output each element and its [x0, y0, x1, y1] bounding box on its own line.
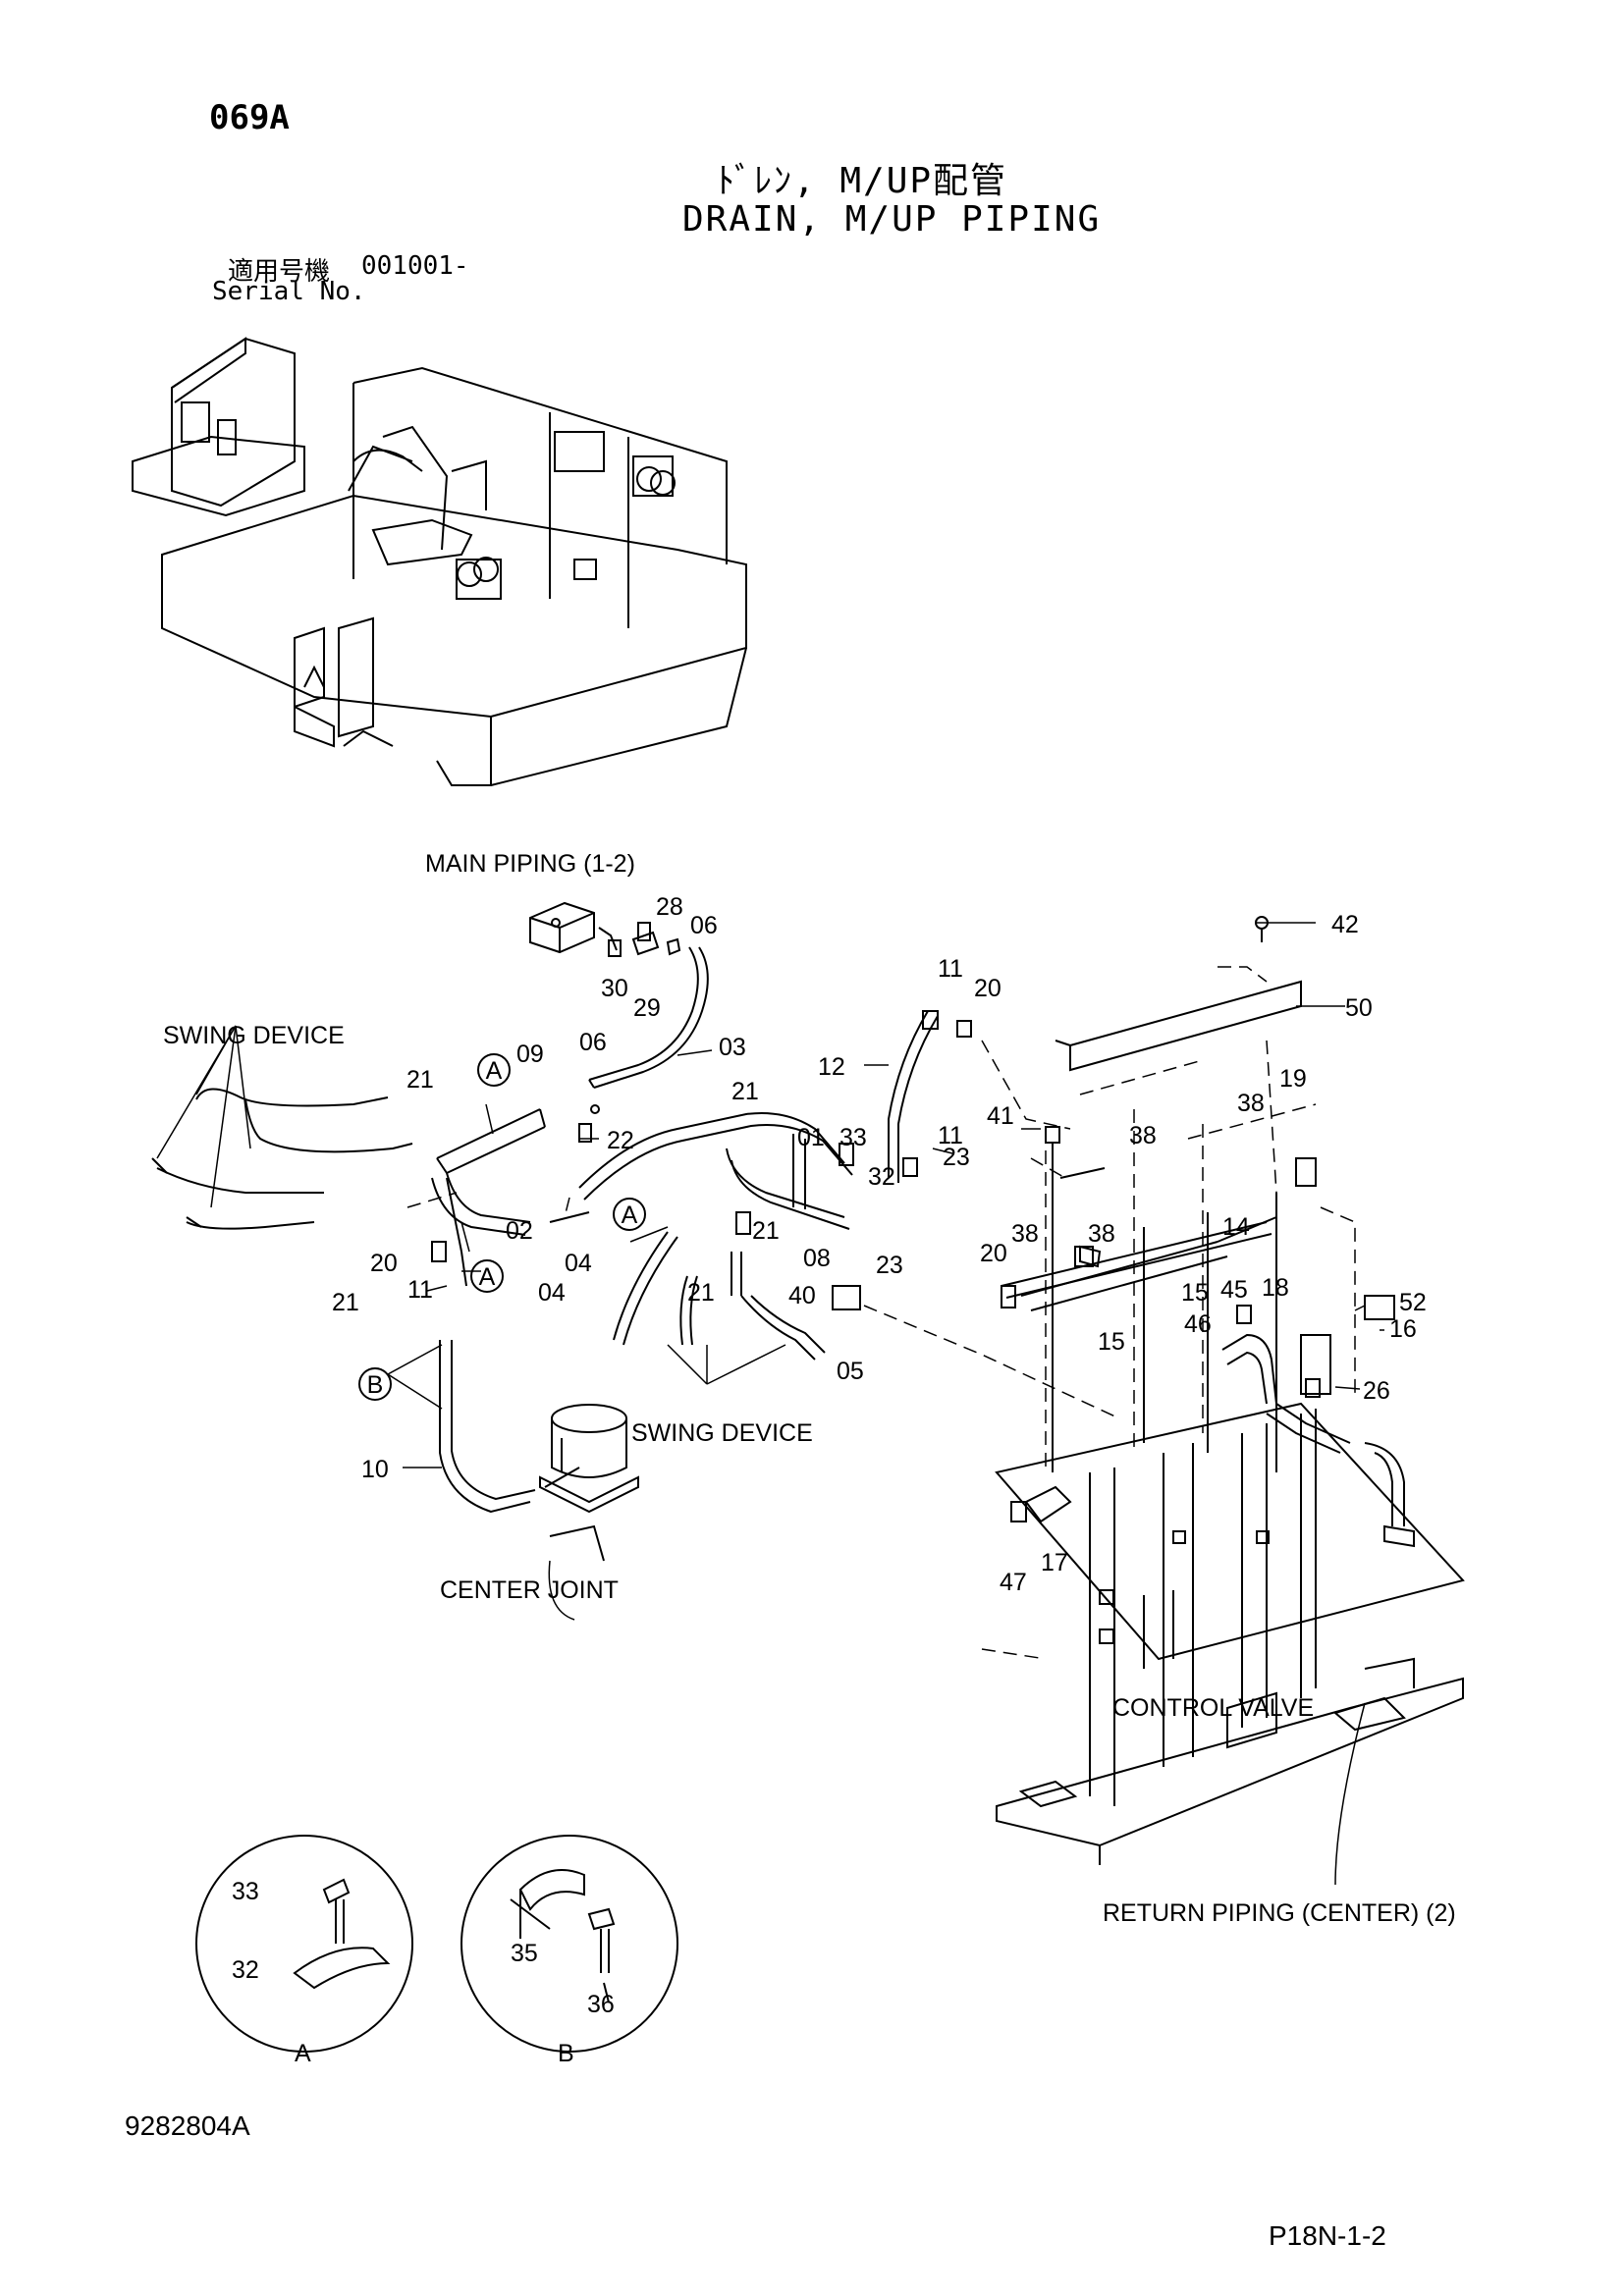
left-manifold-pipes	[431, 1108, 590, 1287]
return-piping-label: RETURN PIPING (CENTER) (2)	[1103, 1899, 1456, 1927]
part-label: 41	[987, 1102, 1014, 1130]
machine-overview-drawing	[132, 337, 747, 786]
part-label: 15	[1181, 1279, 1209, 1307]
part-label: 46	[1184, 1310, 1212, 1338]
callout-b: B	[367, 1371, 384, 1399]
part-label: 38	[1129, 1122, 1157, 1149]
callout-a-2: A	[622, 1201, 638, 1229]
hose-12	[888, 1010, 939, 1183]
detail-b-drawing	[460, 1835, 678, 2053]
page-code: 069A	[209, 98, 290, 137]
page-reference: P18N-1-2	[1269, 2220, 1386, 2251]
part-label: 21	[687, 1279, 715, 1307]
part-label: 32	[868, 1163, 895, 1191]
part-label: 21	[752, 1217, 780, 1245]
part-label: 30	[601, 975, 628, 1002]
detail-b-title: B	[558, 2040, 574, 2067]
center-joint-label: CENTER JOINT	[440, 1576, 619, 1604]
title-english: DRAIN, M/UP PIPING	[682, 199, 1102, 240]
part-label: 06	[690, 912, 718, 939]
part-label: 17	[1041, 1549, 1068, 1576]
callout-a-circle-2	[613, 1198, 646, 1231]
part-label: 29	[633, 994, 661, 1022]
part-label: 01	[797, 1124, 825, 1151]
swing-device-label-left: SWING DEVICE	[163, 1022, 345, 1049]
callout-a-circle-3	[470, 1259, 504, 1293]
part-label: 20	[980, 1240, 1007, 1267]
part-label: 47	[1000, 1569, 1027, 1596]
callout-circles	[358, 1053, 646, 1401]
drawing-number: 9282804A	[125, 2110, 250, 2141]
part-label: 45	[1220, 1276, 1248, 1304]
main-piping-block	[529, 901, 709, 1089]
detail-a-title: A	[295, 2040, 311, 2067]
center-joint-assembly	[439, 1340, 639, 1562]
leader-lines	[156, 922, 1384, 1886]
part-label: 23	[943, 1144, 970, 1171]
part-label: 12	[818, 1053, 845, 1081]
part-label: 11	[938, 1122, 963, 1149]
part-label: 06	[579, 1029, 607, 1056]
detail-a-drawing	[195, 1835, 413, 2053]
part-label: 19	[1279, 1065, 1307, 1093]
detail-a-part-label: 32	[232, 1956, 259, 1984]
part-label: 40	[788, 1282, 816, 1309]
part-label: 04	[538, 1279, 566, 1307]
detail-b-part-label: 35	[511, 1940, 538, 1967]
callout-a-circle-1	[477, 1053, 511, 1087]
serial-label-japanese: 適用号機	[228, 257, 331, 287]
part-label: 03	[719, 1034, 746, 1061]
part-label: 20	[370, 1250, 398, 1277]
title-japanese: ﾄﾞﾚﾝ, M/UP配管	[717, 161, 1008, 201]
part-label: 09	[516, 1041, 544, 1068]
part-label: 10	[361, 1456, 389, 1483]
part-label: 02	[506, 1217, 533, 1245]
part-label: 28	[656, 893, 683, 921]
part-label: 11	[407, 1276, 433, 1304]
fittings	[431, 916, 1395, 1523]
control-valve-label: CONTROL VALVE	[1112, 1694, 1314, 1722]
part-label: 52	[1399, 1289, 1427, 1316]
swing-device-hoses-center	[613, 1231, 826, 1361]
detail-a-part-label: 33	[232, 1878, 259, 1905]
part-label: 20	[974, 975, 1001, 1002]
part-label: 38	[1088, 1220, 1115, 1248]
part-label: 08	[803, 1245, 831, 1272]
swing-device-label-center: SWING DEVICE	[631, 1419, 813, 1447]
right-frame-structure	[995, 980, 1465, 1865]
main-piping-label: MAIN PIPING (1-2)	[425, 850, 635, 878]
part-label: 26	[1363, 1377, 1390, 1405]
part-label: 04	[565, 1250, 592, 1277]
part-label: 21	[332, 1289, 359, 1316]
part-label: 16	[1389, 1315, 1417, 1343]
part-label: 38	[1237, 1090, 1265, 1117]
serial-value: 001001-	[361, 251, 469, 281]
callout-a-1: A	[486, 1057, 503, 1085]
part-label: 22	[607, 1127, 634, 1154]
part-label: 15	[1098, 1328, 1125, 1356]
detail-b-part-label: 36	[587, 1991, 615, 2018]
part-label: 18	[1262, 1274, 1289, 1302]
part-label: 21	[406, 1066, 434, 1094]
part-label: 05	[837, 1358, 864, 1385]
part-label: 50	[1345, 994, 1373, 1022]
part-label: 38	[1011, 1220, 1039, 1248]
part-label: 14	[1222, 1213, 1250, 1241]
callout-b-circle	[358, 1367, 392, 1401]
serial-label-english: Serial No.	[212, 277, 366, 306]
callout-a-3: A	[479, 1263, 496, 1291]
part-label: 21	[731, 1078, 759, 1105]
center-main-pipe	[578, 1112, 853, 1230]
part-label: 11	[938, 955, 963, 983]
swing-device-hoses-left	[151, 1088, 413, 1230]
dashed-reference-lines	[406, 966, 1356, 1660]
part-label: 23	[876, 1252, 903, 1279]
part-label: 33	[839, 1124, 867, 1151]
part-label: 42	[1331, 911, 1359, 938]
